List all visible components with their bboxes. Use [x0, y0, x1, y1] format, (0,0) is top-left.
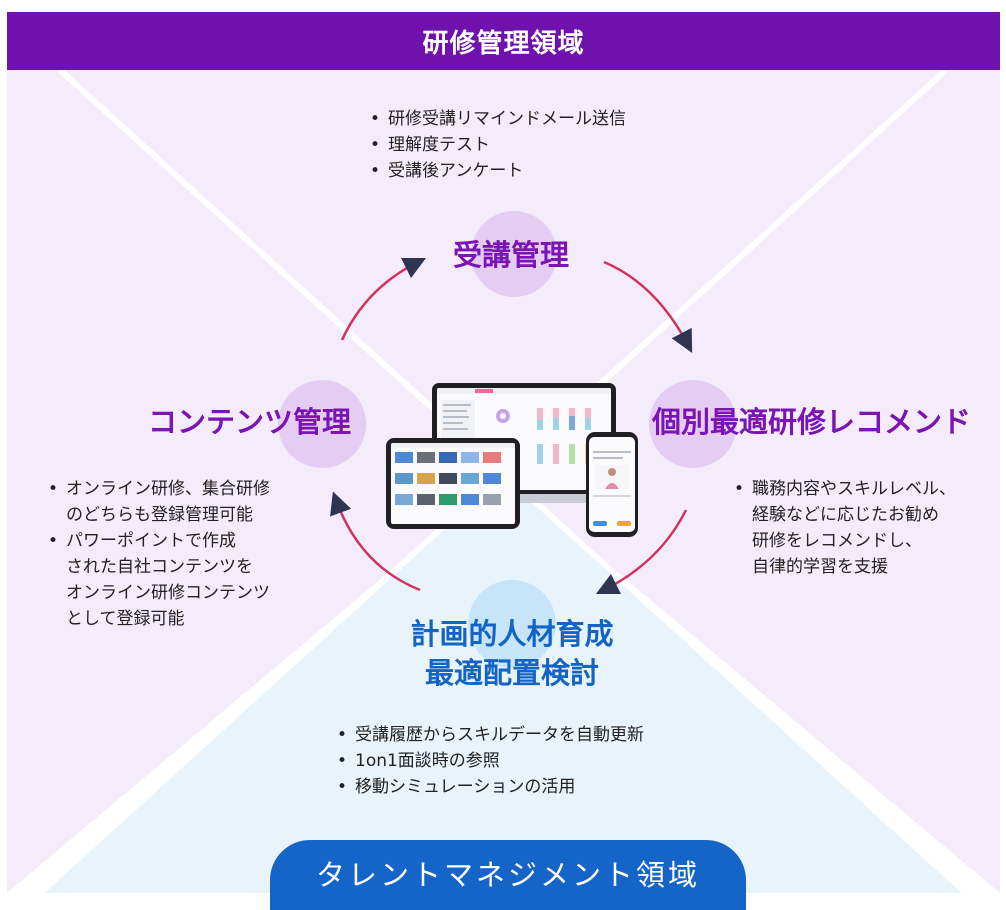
bullet-item: 1on1面談時の参照 — [335, 748, 644, 774]
bullet-item: パワーポイントで作成 — [46, 528, 270, 554]
node-title-content-management: コンテンツ管理 — [148, 405, 352, 439]
blue-region — [40, 476, 966, 893]
node-title-line: 最適配置検討 — [424, 656, 599, 691]
bullet-continuation: 研修をレコメンドし、 — [752, 531, 922, 551]
bullet-item: 受講後アンケート — [368, 158, 626, 184]
right-node-bullets: 職務内容やスキルレベル、 経験などに応じたお勧め 研修をレコメンドし、 自律的学… — [732, 476, 956, 580]
node-title-talent-planning: 計画的人材育成 最適配置検討 — [402, 615, 622, 693]
node-circle-right — [649, 380, 737, 468]
phone-video-illustration — [593, 451, 631, 526]
top-node-bullets: 研修受講リマインドメール送信 理解度テスト 受講後アンケート — [368, 106, 626, 184]
bullet-continuation: として登録可能 — [66, 609, 185, 629]
arrow-top-to-right — [603, 260, 693, 353]
node-title-attendance-management: 受講管理 — [453, 238, 570, 272]
tablet-screen — [386, 438, 520, 529]
bottom-node-bullets: 受講履歴からスキルデータを自動更新 1on1面談時の参照 移動シミュレーションの… — [335, 722, 644, 800]
arrow-left-to-top — [340, 257, 427, 341]
bullet-item: 理解度テスト — [368, 132, 626, 158]
bullet-item: オンライン研修、集合研修 — [46, 476, 270, 502]
training-management-banner: 研修管理領域 — [7, 12, 1000, 70]
left-node-bullets: オンライン研修、集合研修 のどちらも登録管理可能 パワーポイントで作成 された自… — [46, 476, 270, 632]
node-circle-top — [471, 211, 557, 297]
bullet-item: 受講履歴からスキルデータを自動更新 — [335, 722, 644, 748]
talent-management-label: タレントマネジメント領域 — [315, 858, 700, 892]
arrow-right-to-bottom — [595, 509, 688, 595]
node-circle-bottom — [468, 580, 556, 668]
bullet-item: 研修受講リマインドメール送信 — [368, 106, 626, 132]
training-management-label: 研修管理領域 — [422, 28, 585, 59]
node-circle-left — [278, 380, 366, 468]
phone-screen — [586, 432, 638, 537]
bullet-continuation: のどちらも登録管理可能 — [66, 505, 253, 525]
tablet-content-illustration — [391, 443, 515, 505]
bullet-continuation: オンライン研修コンテンツ — [66, 583, 270, 603]
node-title-personal-recommendation: 個別最適研修レコメンド — [652, 405, 972, 439]
bullet-item: 移動シミュレーションの活用 — [335, 774, 644, 800]
bullet-continuation: された自社コンテンツを — [66, 557, 253, 577]
talent-management-banner: タレントマネジメント領域 — [270, 840, 746, 910]
bullet-continuation: 経験などに応じたお勧め — [752, 505, 939, 525]
bullet-item: 職務内容やスキルレベル、 — [732, 476, 956, 502]
node-title-line: 計画的人材育成 — [410, 617, 614, 651]
bullet-continuation: 自律的学習を支援 — [752, 557, 888, 577]
purple-region — [7, 70, 1000, 893]
arrow-bottom-to-left — [330, 491, 421, 592]
laptop-base — [415, 494, 635, 503]
